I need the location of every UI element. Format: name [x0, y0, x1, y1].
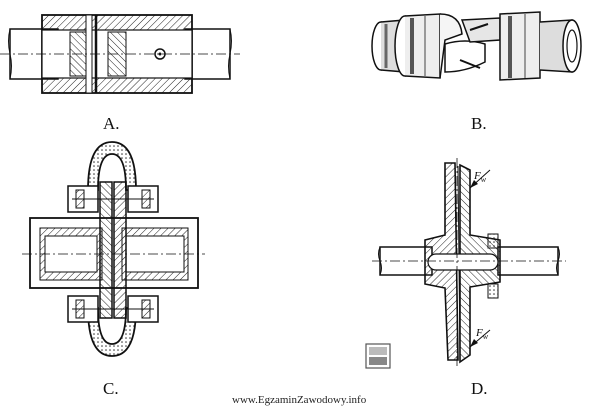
egzamin-logo [365, 343, 391, 369]
caption-d: D. [471, 379, 488, 398]
panel-c-flexible-coupling [22, 141, 205, 357]
caption-a: A. [103, 114, 120, 133]
force-label-bottom: Fw [476, 327, 489, 342]
watermark[interactable]: www.EgzaminZawodowy.info [232, 394, 367, 406]
caption-b: B. [471, 114, 487, 133]
panel-a-sleeve-coupling [0, 14, 240, 94]
caption-c: C. [103, 379, 119, 398]
panel-d-friction-coupling [372, 158, 566, 368]
force-label-top: Fw [474, 170, 487, 185]
panel-b-claw-coupling [371, 11, 582, 81]
